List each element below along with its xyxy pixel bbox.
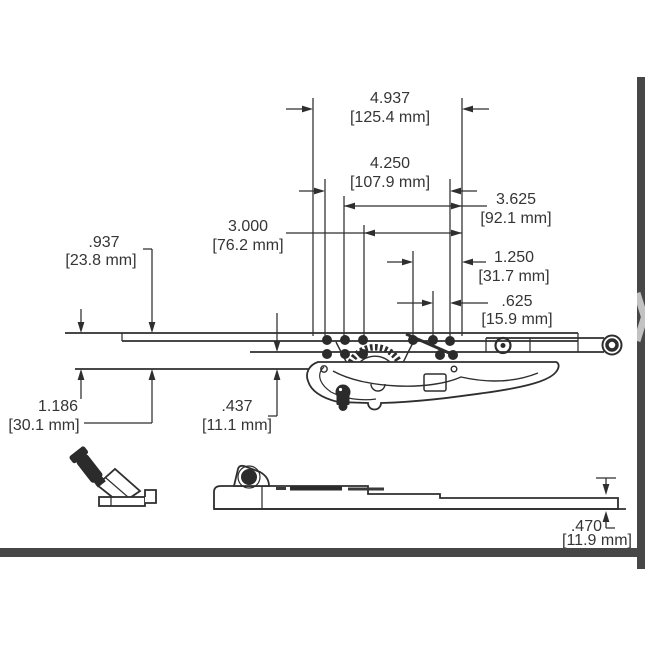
elevation-body	[213, 485, 619, 510]
dimension-value: 4.250	[370, 155, 410, 172]
arm-end-ring	[601, 334, 623, 356]
dimension-value: .470	[571, 518, 602, 535]
dimension-value: 3.000	[228, 218, 268, 235]
crank-base	[98, 496, 146, 507]
dimension-value: .625	[501, 293, 532, 310]
dimension-mm: [92.1 mm]	[480, 210, 551, 227]
dimension-value: .437	[221, 398, 252, 415]
left-dimensions: .937 [23.8 mm] 1.186 [30.1 mm] .437 [1	[8, 234, 281, 434]
dimension-value: 1.250	[494, 249, 534, 266]
dimension-mm: [76.2 mm]	[212, 237, 283, 254]
dimension-1250: 1.250 [31.7 mm]	[387, 249, 550, 285]
dimension-mm: [23.8 mm]	[65, 252, 136, 269]
arm-pivot	[494, 336, 512, 355]
dimension-mm: [11.9 mm]	[562, 532, 632, 549]
carousel-bottom-edge	[0, 548, 645, 557]
dimension-437: .437 [11.1 mm]	[202, 313, 281, 434]
dimension-value: 3.625	[496, 191, 536, 208]
carousel-right-edge	[637, 77, 645, 569]
dimension-mm: [107.9 mm]	[350, 174, 430, 191]
dimension-937: .937 [23.8 mm]	[65, 234, 156, 333]
horizontal-dimensions: 4.937 [125.4 mm] 4.250 [107.9 mm] 3.625 …	[212, 90, 553, 336]
dimension-value: 4.937	[370, 90, 410, 107]
dimension-4937: 4.937 [125.4 mm]	[286, 90, 489, 126]
dimension-470: .470 [11.9 mm]	[562, 477, 632, 549]
dimension-625: .625 [15.9 mm]	[397, 293, 553, 328]
rivets	[322, 335, 458, 360]
elevation-view: .470 [11.9 mm]	[213, 464, 632, 549]
plan-view	[65, 332, 623, 411]
dimension-1186: 1.186 [30.1 mm]	[8, 369, 156, 434]
dimension-value: .937	[88, 234, 119, 251]
crank-handle-knob	[69, 446, 106, 488]
dimension-mm: [30.1 mm]	[8, 417, 79, 434]
crank-side-view	[69, 446, 157, 507]
dimension-value: 1.186	[38, 398, 78, 415]
pivot-stud	[335, 384, 351, 411]
dimension-mm: [15.9 mm]	[481, 311, 552, 328]
operator-housing	[306, 361, 560, 411]
dimension-3625: 3.625 [92.1 mm]	[344, 191, 552, 227]
dimension-mm: [31.7 mm]	[478, 268, 549, 285]
right-arm	[485, 334, 623, 356]
dimension-mm: [125.4 mm]	[350, 109, 430, 126]
dimension-3000: 3.000 [76.2 mm]	[212, 218, 462, 254]
dimension-mm: [11.1 mm]	[202, 417, 272, 434]
dimension-4250: 4.250 [107.9 mm]	[299, 155, 477, 195]
